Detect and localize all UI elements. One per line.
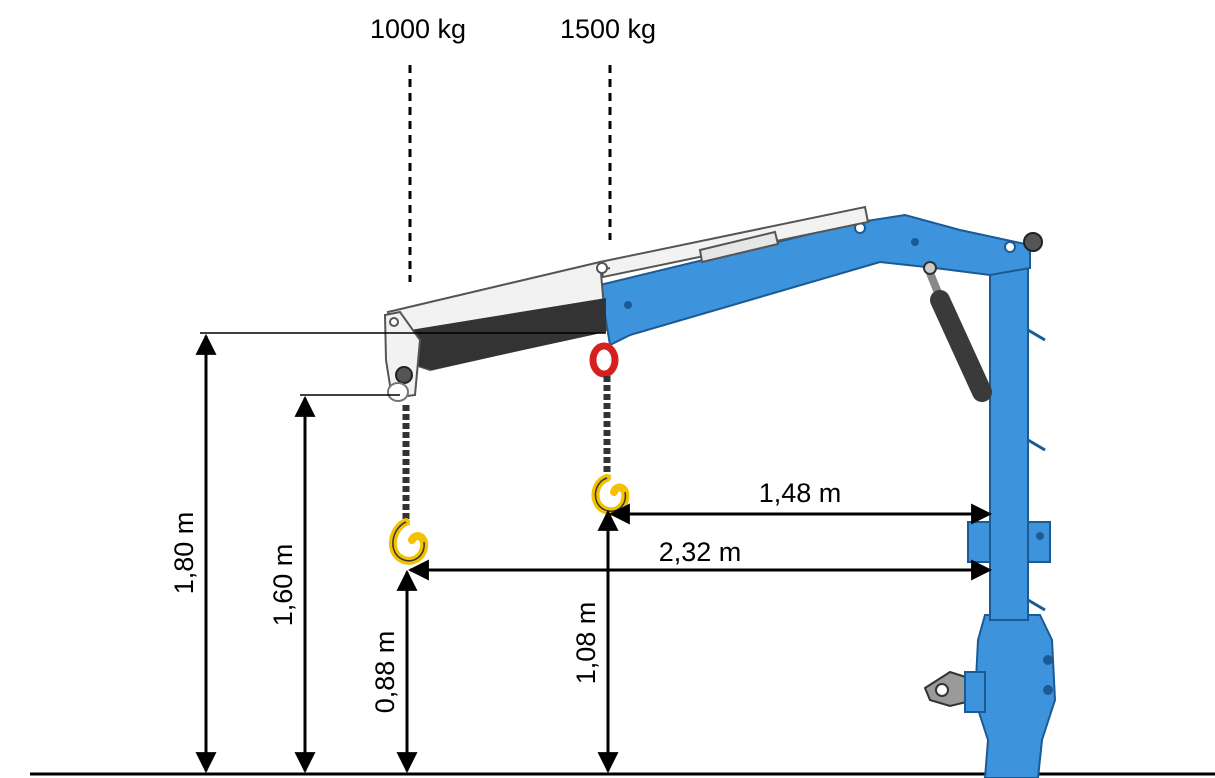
main-boom <box>598 213 1031 347</box>
column-base <box>973 614 1057 778</box>
height-label-far-hook: 0,88 m <box>370 631 400 714</box>
hydraulic-cylinder <box>930 290 992 402</box>
base-plate <box>964 671 986 713</box>
base-bolt <box>1043 655 1053 665</box>
base-bolt <box>1043 685 1053 695</box>
height-label-far-hook-top: 1,60 m <box>268 544 298 627</box>
tip-pin <box>389 317 399 327</box>
near-hook-outline <box>594 477 627 513</box>
tip-pulley <box>395 366 413 384</box>
far-load-label: 1000 kg <box>370 14 466 44</box>
near-ring <box>589 342 619 378</box>
far-hook-outline <box>392 521 425 562</box>
column-plate <box>1027 521 1051 563</box>
height-label-boom-tip: 1,80 m <box>169 512 199 595</box>
boom-pin <box>1004 241 1016 253</box>
boom-pin <box>624 301 632 309</box>
hitch-hook-eye <box>935 683 949 697</box>
near-load-label: 1500 kg <box>560 14 656 44</box>
column-plate <box>967 521 991 563</box>
column-bolt <box>1036 532 1044 540</box>
boom-pin <box>911 238 919 246</box>
extension-boom-shadow <box>398 298 606 370</box>
extension-cylinder-body <box>698 230 780 264</box>
cylinder-pin <box>923 261 937 275</box>
bracket-pin <box>596 262 608 274</box>
height-label-near-hook: 1,08 m <box>571 602 601 685</box>
column-teeth <box>1027 328 1046 612</box>
reach-label-far: 2,32 m <box>659 537 742 567</box>
boom-pivot <box>1023 232 1043 252</box>
reach-label-near: 1,48 m <box>759 478 842 508</box>
crane-illustration <box>383 205 1057 778</box>
far-shackle <box>387 382 409 402</box>
crane-column <box>989 254 1029 621</box>
